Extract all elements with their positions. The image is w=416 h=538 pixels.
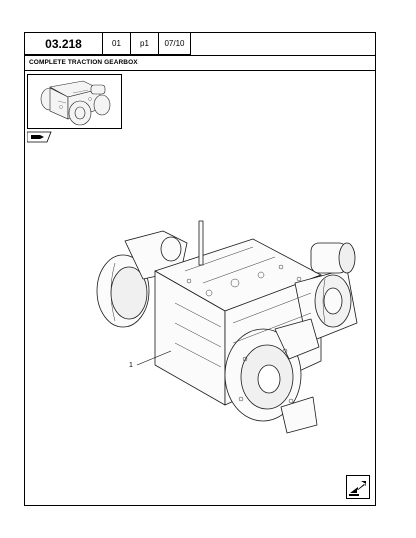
part-code: 03.218	[25, 33, 103, 55]
parts-sheet: 03.218 01 p1 07/10 COMPLETE TRACTION GEA…	[24, 32, 376, 506]
section-number: 01	[103, 33, 131, 55]
sheet-header: 03.218 01 p1 07/10	[25, 33, 191, 55]
page-number: p1	[131, 33, 159, 55]
gearbox-drawing	[96, 220, 358, 434]
view-tab-icon[interactable]	[26, 130, 55, 143]
sheet-title: COMPLETE TRACTION GEARBOX	[29, 59, 138, 66]
gearbox-thumbnail-icon[interactable]	[27, 74, 122, 129]
revision-date: 07/10	[159, 33, 191, 55]
next-page-arrow-icon[interactable]	[346, 475, 370, 499]
title-band: COMPLETE TRACTION GEARBOX	[25, 55, 375, 71]
callout-label: 1	[129, 362, 133, 369]
